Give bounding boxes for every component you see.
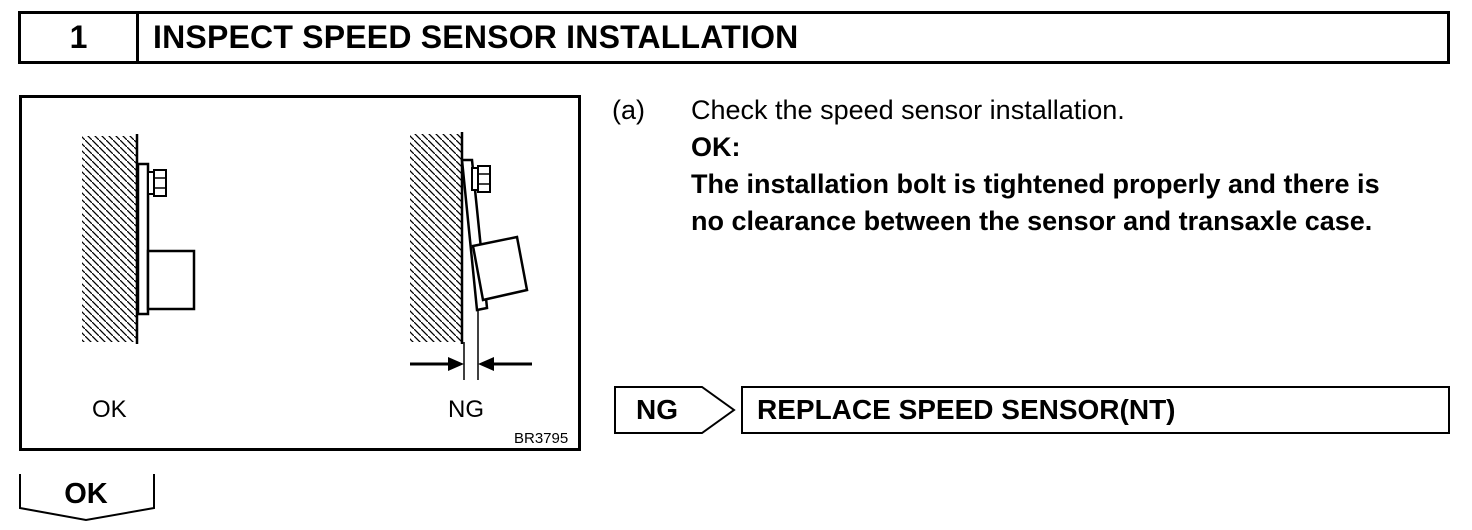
- ok-criteria-heading: OK:: [691, 132, 741, 162]
- figure-label-ng: NG: [448, 396, 484, 423]
- step-number: 1: [21, 14, 139, 61]
- sensor-diagram: [82, 132, 532, 380]
- ng-diagram: [410, 132, 532, 380]
- ok-branch-label: OK: [64, 477, 108, 510]
- step-instruction: Check the speed sensor installation.: [691, 95, 1125, 125]
- step-title: INSPECT SPEED SENSOR INSTALLATION: [153, 19, 799, 55]
- figure-code: BR3795: [514, 430, 569, 447]
- ok-sensor-flange: [136, 162, 150, 316]
- ok-bolt-head-icon: [153, 169, 167, 197]
- ng-arrow-icon: [614, 386, 736, 434]
- step-header: 1 INSPECT SPEED SENSOR INSTALLATION: [18, 11, 1450, 64]
- ok-sensor-body: [146, 249, 196, 311]
- inspection-step: (a) Check the speed sensor installation.…: [612, 92, 1462, 240]
- ok-down-arrow-icon: [19, 474, 155, 522]
- ok-criteria-line-2: no clearance between the sensor and tran…: [691, 206, 1373, 236]
- ng-branch-label: NG: [636, 394, 678, 425]
- ng-bolt-head-icon: [477, 165, 491, 193]
- gap-arrow-right-icon: [448, 357, 464, 371]
- gap-arrow-left-icon: [478, 357, 494, 371]
- ok-diagram: [82, 134, 196, 344]
- step-marker: (a): [612, 95, 645, 125]
- ng-case-hatch: [410, 134, 462, 342]
- ng-sensor-body: [471, 235, 529, 302]
- ng-action-box: REPLACE SPEED SENSOR(NT): [741, 386, 1450, 434]
- ok-criteria-line-1: The installation bolt is tightened prope…: [691, 169, 1380, 199]
- sensor-illustration: OK NG BR3795: [19, 95, 581, 451]
- figure-label-ok: OK: [92, 396, 127, 423]
- ok-case-hatch: [82, 136, 137, 342]
